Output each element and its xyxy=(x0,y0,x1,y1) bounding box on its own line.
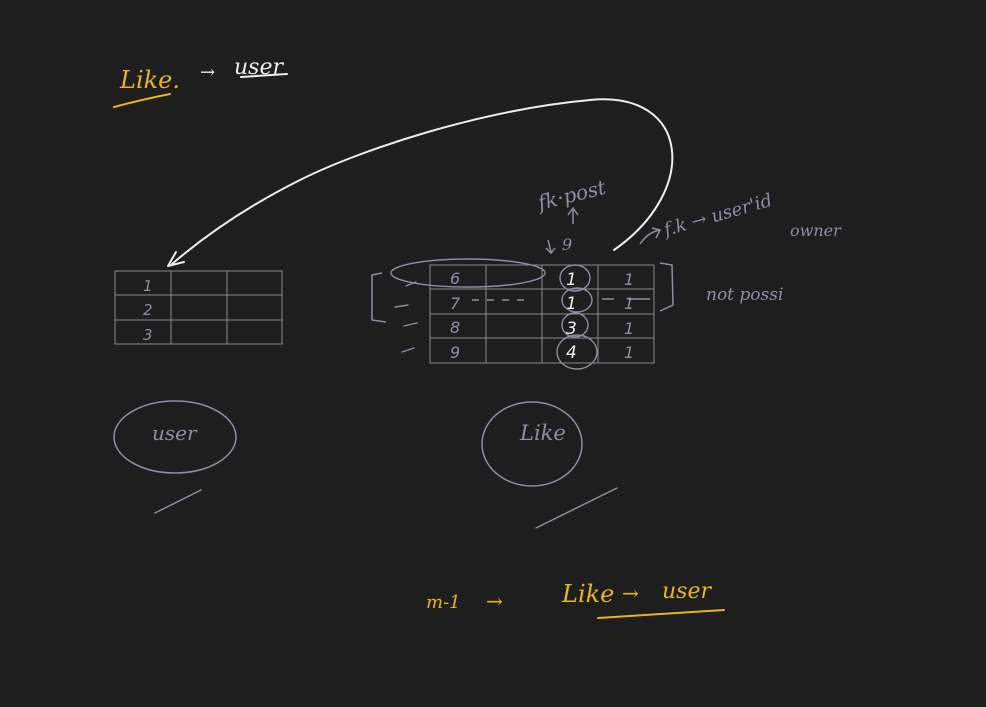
user-table-cell: 3 xyxy=(143,326,153,344)
fk-value-circle xyxy=(556,334,598,370)
right-bracket xyxy=(659,262,674,312)
like-table-cell: 1 xyxy=(624,319,634,338)
footer-arrow: → xyxy=(486,589,503,613)
user-entity-oval xyxy=(113,400,237,474)
fk-value-circle xyxy=(561,312,589,338)
like-table: 6 7 8 9 1 1 3 4 1 1 1 1 xyxy=(371,258,674,370)
reference-arrow-head xyxy=(167,251,185,267)
fk-post-pointer xyxy=(567,206,579,224)
like-entity: Like xyxy=(481,401,618,529)
not-possible-label: not possi xyxy=(706,285,783,305)
row-highlight-oval xyxy=(390,258,546,288)
user-table: 1 2 3 xyxy=(114,270,283,345)
like-table-cell: 1 xyxy=(624,343,634,362)
footer-relation-label: m-1 xyxy=(426,592,461,613)
reference-arrow xyxy=(167,98,674,267)
header-note: Like. → user xyxy=(113,55,288,108)
left-bracket xyxy=(371,272,387,323)
header-target-underline xyxy=(240,73,288,78)
fk-value-circle xyxy=(561,287,593,313)
footer-underline xyxy=(597,609,725,619)
footer-note: m-1 → Like → user xyxy=(426,579,725,619)
like-table-cell: 9 xyxy=(450,343,460,362)
like-table-cell: 6 xyxy=(450,269,460,288)
like-table-cell: 4 xyxy=(566,343,577,363)
user-table-border xyxy=(114,270,283,345)
footer-arrow-2: → xyxy=(622,581,639,605)
row-tick-marks xyxy=(394,281,418,353)
user-entity: user xyxy=(113,400,237,514)
annotations: fk·post 9 f.k → user'id owner not possi xyxy=(533,175,842,305)
like-table-cell: 1 xyxy=(566,294,577,314)
header-entity-underline xyxy=(113,93,171,108)
like-entity-label: Like xyxy=(519,421,566,445)
reference-arrow-curve xyxy=(171,98,674,265)
like-table-cell: 1 xyxy=(566,270,577,290)
down-arrow-icon xyxy=(545,239,556,255)
footer-target-label: user xyxy=(662,579,712,604)
user-entity-stroke xyxy=(154,489,202,514)
column-marker: 9 xyxy=(562,235,572,254)
fk-value-circle xyxy=(559,264,591,292)
like-entity-oval xyxy=(481,401,583,487)
header-entity-label: Like. xyxy=(119,66,180,94)
owner-label: owner xyxy=(790,221,842,240)
user-table-cell: 2 xyxy=(143,301,153,319)
fk-user-id-label: f.k → user'id xyxy=(660,190,775,241)
footer-entity-label: Like xyxy=(561,580,614,608)
user-table-cell: 1 xyxy=(143,277,153,295)
like-table-cell: 8 xyxy=(450,318,460,337)
like-table-cell: 7 xyxy=(450,294,461,313)
like-table-cell: 1 xyxy=(624,270,634,289)
like-table-cell: 1 xyxy=(624,294,634,313)
user-entity-label: user xyxy=(152,421,198,445)
like-entity-stroke xyxy=(535,487,618,529)
fk-user-pointer xyxy=(639,227,662,245)
header-arrow: → xyxy=(200,62,215,83)
like-table-cell: 3 xyxy=(566,319,577,339)
